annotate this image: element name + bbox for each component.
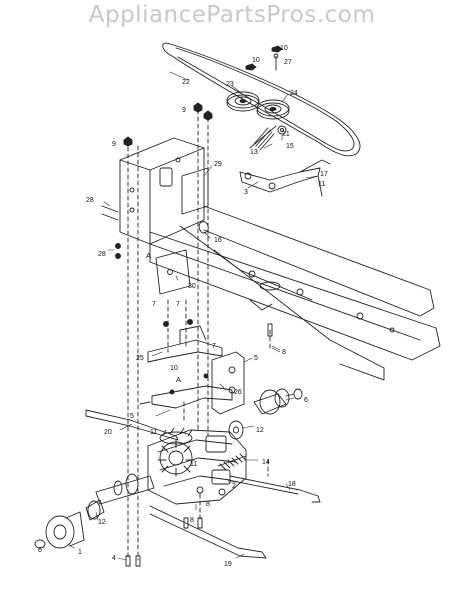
callout-25: 25 xyxy=(136,355,144,362)
callout-11-middle: 11 xyxy=(150,429,157,436)
callout-11-bottom: 11 xyxy=(190,461,197,468)
callout-23: 23 xyxy=(226,81,234,88)
belt-hardware xyxy=(245,45,283,71)
callout-7-left: 7 xyxy=(152,301,156,308)
callout-9-b: 9 xyxy=(112,141,116,148)
axle-left xyxy=(85,473,155,521)
callout-30: 30 xyxy=(188,283,196,290)
control-rod-19 xyxy=(149,505,267,559)
callout-22: 22 xyxy=(182,79,190,86)
bolt-heads xyxy=(101,102,273,567)
callout-19: 19 xyxy=(224,561,232,568)
pulley-23 xyxy=(226,91,260,112)
callout-9-a: 9 xyxy=(182,107,186,114)
leader-lines xyxy=(43,71,319,561)
callout-28-top: 28 xyxy=(86,197,94,204)
callout-3: 3 xyxy=(244,189,248,196)
callout-11-top: 11 xyxy=(318,181,325,188)
callout-15: 15 xyxy=(286,143,294,150)
callout-7-middle: 7 xyxy=(176,301,180,308)
callout-26: 26 xyxy=(234,389,242,396)
callout-12-left: 12 xyxy=(98,519,106,526)
reference-letter-a-top: A xyxy=(146,251,151,260)
callout-7-right: 7 xyxy=(212,343,216,350)
callout-20: 20 xyxy=(104,429,112,436)
callout-10-top: 10 xyxy=(252,57,260,64)
callout-2: 2 xyxy=(232,483,236,490)
mount-bracket-25 xyxy=(147,319,223,363)
callout-24: 24 xyxy=(290,90,298,97)
callout-14: 14 xyxy=(262,459,270,466)
callout-21: 21 xyxy=(282,131,290,138)
frame-rails xyxy=(149,205,441,381)
callout-12-right: 12 xyxy=(256,427,264,434)
control-rod-20 xyxy=(85,409,179,441)
watermark-text: AppliancePartsPros.com xyxy=(88,2,376,28)
mount-bracket-26 xyxy=(151,351,245,415)
frame-front-post xyxy=(119,137,205,245)
callout-29: 29 xyxy=(214,161,222,168)
clip-16 xyxy=(198,221,209,234)
callout-labels: 10 10 27 22 23 24 9 9 21 15 13 29 17 11 … xyxy=(38,45,328,568)
transaxle-body xyxy=(147,429,247,505)
callout-28-bottom: 28 xyxy=(98,251,106,258)
callout-13: 13 xyxy=(250,149,258,156)
callout-17: 17 xyxy=(320,171,328,178)
callout-10-middle: 10 xyxy=(170,365,178,372)
reference-letter-a-bottom: A xyxy=(176,375,181,384)
callout-16: 16 xyxy=(214,237,222,244)
callout-27: 27 xyxy=(284,59,292,66)
callout-6-left: 6 xyxy=(38,547,42,554)
callout-8-bottom: 8 xyxy=(190,517,194,524)
callout-1: 1 xyxy=(78,549,82,556)
axle-hub-right xyxy=(253,388,303,415)
spring-rod-right xyxy=(217,453,321,503)
callout-10-right: 10 xyxy=(280,45,288,52)
callout-8-middle: 8 xyxy=(206,501,210,508)
axle-hub-left xyxy=(34,511,85,549)
callout-5-left: 5 xyxy=(130,413,134,420)
callout-8-top: 8 xyxy=(282,349,286,356)
callout-18: 18 xyxy=(288,481,296,488)
callout-5-right: 5 xyxy=(254,355,258,362)
cooling-fan xyxy=(159,427,193,445)
pulley-12-right xyxy=(228,420,244,440)
callout-6: 6 xyxy=(304,397,308,404)
callout-4: 4 xyxy=(112,555,116,562)
pulley-24 xyxy=(256,99,290,120)
